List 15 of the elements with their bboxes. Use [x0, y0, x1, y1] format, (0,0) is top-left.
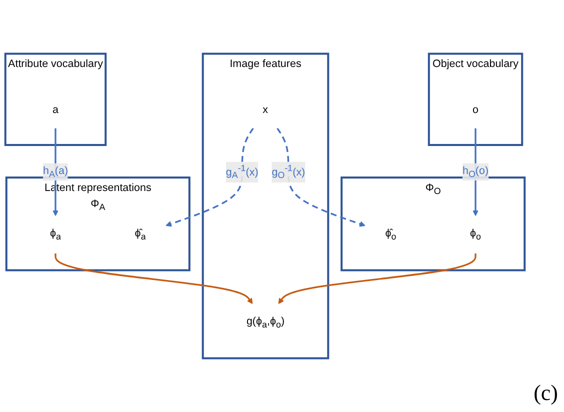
panel-label: (c) — [534, 380, 558, 405]
arrow — [276, 128, 366, 227]
node-text: ϕ$_{a}$ — [50, 228, 61, 242]
node-text: o — [472, 104, 479, 116]
node-text: g(ϕ$_{a}$,ϕ$_{o}$) — [246, 316, 285, 330]
node-text: a — [52, 104, 58, 116]
arrow — [166, 128, 254, 227]
edge-label: h$_{O}$(o) — [462, 165, 489, 179]
edge-label: h$_{A}$(a) — [42, 165, 68, 179]
edge-label: g$_{O}$$^{-1}$(x) — [272, 163, 306, 180]
node-text: ϕ̂$_{o}$ — [385, 228, 396, 242]
edge-label: g$_{A}$$^{-1}$(x) — [226, 163, 258, 180]
node-text: x — [262, 104, 268, 116]
node-text: ϕ̂$_{a}$ — [134, 228, 146, 242]
node-text: ϕ$_{o}$ — [470, 228, 482, 242]
